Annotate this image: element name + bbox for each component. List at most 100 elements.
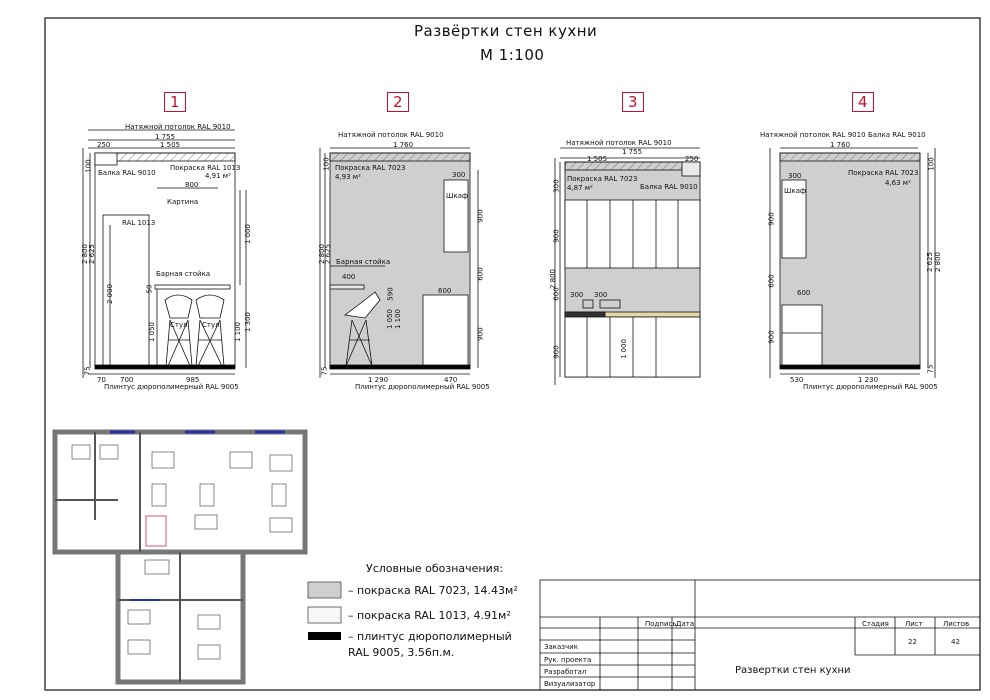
stamp-role-developer: Разработал bbox=[544, 668, 587, 676]
wall-4-number: 4 bbox=[852, 92, 874, 112]
w3-sink-w: 300 bbox=[570, 291, 584, 299]
page-title: Развёртки стен кухни bbox=[414, 22, 598, 40]
w4-cabinet-label: Шкаф bbox=[784, 187, 806, 195]
w2-cab-w: 300 bbox=[452, 171, 466, 179]
w3-beam-w: 250 bbox=[685, 155, 699, 163]
w3-area: 4,87 м² bbox=[567, 184, 593, 192]
w2-low-h: 900 bbox=[476, 327, 485, 341]
w1-door-h: 2 000 bbox=[106, 283, 115, 305]
w2-plinth-h: 75 bbox=[320, 366, 329, 376]
w1-b2: 700 bbox=[120, 376, 134, 384]
w1-plinth-label: Плинтус дюрополимерный RAL 9005 bbox=[104, 383, 239, 391]
w1-picture-label: Картина bbox=[167, 198, 199, 206]
stamp-sign-header: Подпись bbox=[645, 620, 677, 628]
wall-1-stool-1 bbox=[164, 294, 193, 367]
wall-1-elevation bbox=[82, 129, 247, 378]
w4-h-total: 2 800 bbox=[934, 251, 943, 273]
stamp-role-client: Заказчик bbox=[544, 643, 578, 651]
w2-chair-h2: 1 100 bbox=[394, 308, 403, 330]
legend-swatch-black bbox=[308, 632, 341, 640]
w2-bar-h: 590 bbox=[386, 287, 395, 301]
w4-ceil-h: 100 bbox=[927, 157, 936, 171]
wall-1-number: 1 bbox=[164, 92, 186, 112]
w2-top: 1 760 bbox=[393, 141, 414, 149]
stamp-role-lead: Рук. проекта bbox=[544, 656, 592, 664]
w2-fridge-w: 600 bbox=[438, 287, 452, 295]
w4-fridge-w: 600 bbox=[797, 289, 811, 297]
w1-right-h: 1 300 bbox=[244, 311, 253, 333]
w2-cabinet-label: Шкаф bbox=[446, 192, 468, 200]
wall-1-stool-2 bbox=[195, 294, 225, 367]
w3-hob-w: 300 bbox=[594, 291, 608, 299]
w1-top-inner: 1 505 bbox=[160, 141, 181, 149]
stamp-stage-header: Стадия bbox=[862, 620, 889, 628]
w1-bar-top: 50 bbox=[145, 284, 154, 294]
w1-area: 4,91 м² bbox=[205, 172, 231, 180]
w3-h-top: 300 bbox=[552, 179, 561, 193]
w3-h-mid: 600 bbox=[552, 287, 561, 301]
legend-item-light: – покраска RAL 1013, 4.91м² bbox=[348, 609, 511, 622]
page-scale: М 1:100 bbox=[480, 46, 545, 64]
wall-2-stool bbox=[343, 291, 381, 367]
wall-3-elevation bbox=[554, 147, 701, 385]
w4-area: 4,63 м² bbox=[885, 179, 911, 187]
w2-plinth-label: Плинтус дюрополимерный RAL 9005 bbox=[355, 383, 490, 391]
w1-top-total: 1 755 bbox=[155, 133, 176, 141]
w3-top-inner: 1 505 bbox=[587, 155, 608, 163]
w3-h-1000: 1 000 bbox=[620, 338, 629, 360]
w1-chair-h: 1 050 bbox=[148, 321, 157, 343]
w1-plinth-h: 75 bbox=[83, 366, 92, 376]
w1-chair1-label: Стул bbox=[170, 321, 188, 329]
w4-plinth-h: 75 bbox=[926, 364, 935, 374]
w2-ceiling-label: Натяжной потолок RAL 9010 bbox=[338, 131, 444, 139]
w2-area: 4,93 м² bbox=[335, 173, 361, 181]
w1-beam-label: Балка RAL 9010 bbox=[98, 169, 156, 177]
stamp-sheet-header: Лист bbox=[905, 620, 923, 628]
w3-h-low: 900 bbox=[552, 345, 561, 359]
w1-b1: 70 bbox=[97, 376, 106, 384]
w3-beam-label: Балка RAL 9010 bbox=[640, 183, 698, 191]
wall-3-number: 3 bbox=[622, 92, 644, 112]
legend-item-gray: – покраска RAL 7023, 14.43м² bbox=[348, 584, 518, 597]
w4-plinth-label: Плинтус дюрополимерный RAL 9005 bbox=[803, 383, 938, 391]
w2-cab-h: 900 bbox=[476, 209, 485, 223]
w1-bar-label: Барная стойка bbox=[156, 270, 211, 278]
w1-ceiling-label: Натяжной потолок RAL 9010 bbox=[125, 123, 231, 131]
w3-h-upper: 900 bbox=[552, 229, 561, 243]
title-block bbox=[539, 579, 981, 691]
w4-low-h: 900 bbox=[767, 330, 776, 344]
stamp-role-visualizer: Визуализатор bbox=[544, 680, 596, 688]
w2-h-inner: 2 625 bbox=[324, 243, 333, 265]
w2-b1: 1 290 bbox=[368, 376, 389, 384]
w2-b2: 470 bbox=[444, 376, 458, 384]
w4-b2: 1 230 bbox=[858, 376, 879, 384]
w2-ceil-h: 100 bbox=[322, 157, 331, 171]
w2-bar-label: Барная стойка bbox=[336, 258, 391, 266]
legend-swatch-light bbox=[307, 606, 342, 624]
w4-ceiling-label: Натяжной потолок RAL 9010 bbox=[760, 131, 866, 139]
w4-beam-label: Балка RAL 9010 bbox=[868, 131, 926, 139]
stamp-sheets-header: Листов bbox=[943, 620, 970, 628]
w4-cab-h: 900 bbox=[767, 212, 776, 226]
legend-item-black-line2: RAL 9005, 3.56п.м. bbox=[348, 646, 455, 659]
w4-b1: 530 bbox=[790, 376, 804, 384]
w1-pic-h: 1 000 bbox=[244, 223, 253, 245]
floor-plan bbox=[52, 429, 308, 685]
w1-picture-w: 800 bbox=[185, 181, 199, 189]
w3-top-total: 1 755 bbox=[622, 148, 643, 156]
w2-chair-h1: 1 050 bbox=[386, 308, 395, 330]
w4-h-inner: 2 625 bbox=[926, 251, 935, 273]
w2-bar-w: 400 bbox=[342, 273, 356, 281]
w1-beam-h: 100 bbox=[84, 159, 93, 173]
w4-top: 1 760 bbox=[830, 141, 851, 149]
wall-2-number: 2 bbox=[387, 92, 409, 112]
w2-mid-h: 600 bbox=[476, 267, 485, 281]
w1-beam-w: 250 bbox=[97, 141, 111, 149]
w4-cab-w: 300 bbox=[788, 172, 802, 180]
stamp-sheet-no: 22 bbox=[908, 638, 917, 646]
legend-swatch-gray bbox=[307, 581, 342, 599]
wall-2-elevation bbox=[319, 147, 479, 378]
wall-4-elevation bbox=[769, 147, 936, 378]
w1-paint-label: Покраска RAL 1013 bbox=[170, 164, 241, 172]
